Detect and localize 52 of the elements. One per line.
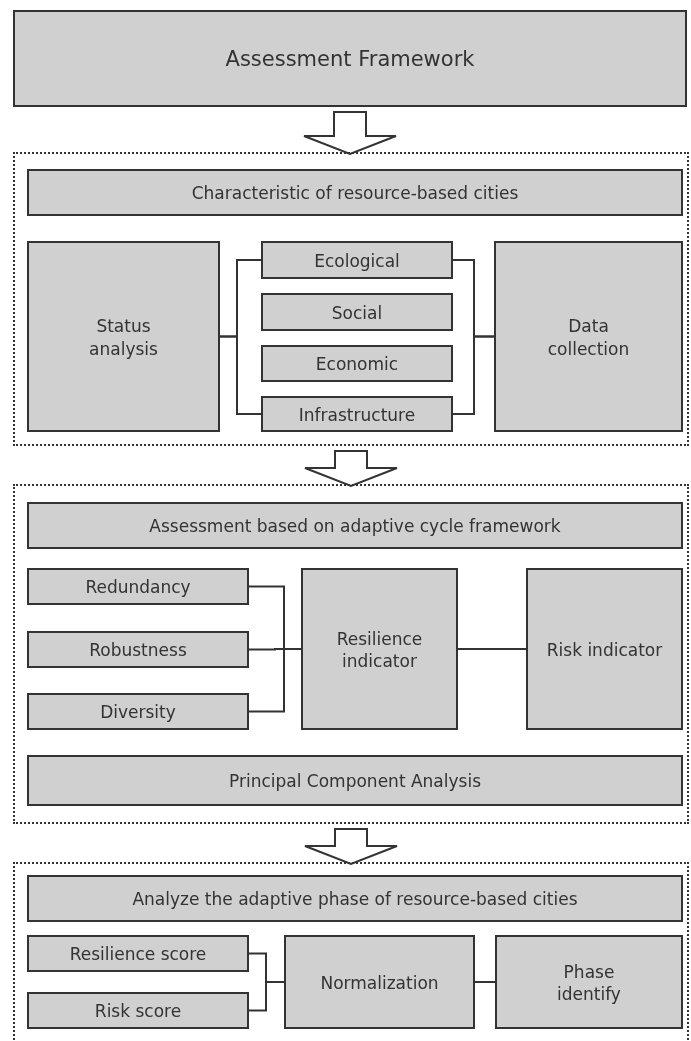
- process-box: [261, 241, 453, 279]
- process-box: [27, 169, 683, 216]
- box-label: Phase identify: [556, 960, 622, 1006]
- process-box: [27, 935, 249, 972]
- dashed-group-frame: [13, 484, 689, 824]
- block-arrow: [304, 828, 398, 866]
- process-box: [261, 396, 453, 432]
- process-box: [261, 293, 453, 331]
- process-box: [27, 502, 683, 549]
- box-label: Risk score: [94, 1000, 182, 1023]
- box-label: Risk indicator: [546, 638, 663, 662]
- process-box: [261, 345, 453, 382]
- box-label: Economic: [315, 353, 399, 376]
- process-box: [27, 992, 249, 1029]
- box-label: Status analysis: [88, 315, 159, 360]
- box-label: Resilience score: [69, 943, 207, 966]
- box-label: Redundancy: [85, 576, 191, 599]
- box-label: Assessment Framework: [225, 45, 475, 73]
- block-arrow: [304, 450, 398, 488]
- connector-line: [248, 981, 285, 1012]
- box-label: Analyze the adaptive phase of resource-based cities: [132, 888, 578, 911]
- process-box: [526, 568, 683, 730]
- connector-line: [452, 335, 495, 415]
- box-label: Data collection: [546, 315, 631, 360]
- process-box: [27, 755, 683, 806]
- block-arrow: [303, 111, 397, 156]
- box-label: Characteristic of resource-based cities: [191, 182, 519, 205]
- box-label: Robustness: [89, 639, 187, 662]
- process-box: [284, 935, 475, 1029]
- box-label: Infrastructure: [298, 403, 416, 427]
- connector-line: [248, 648, 302, 713]
- connector-line: [474, 981, 496, 983]
- process-box: [494, 241, 683, 432]
- box-label: Principal Component Analysis: [229, 770, 481, 793]
- box-label: Assessment based on adaptive cycle framework: [149, 515, 561, 538]
- box-label: Normalization: [320, 971, 439, 995]
- process-box: [301, 568, 458, 730]
- connector-line: [219, 335, 262, 415]
- box-label: Resilience indicator: [335, 627, 424, 673]
- connector-line: [457, 648, 527, 650]
- title-box: [13, 10, 687, 107]
- process-box: [27, 631, 249, 668]
- dashed-group-frame: [13, 862, 689, 1041]
- process-box: [27, 693, 249, 730]
- box-label: Diversity: [100, 701, 176, 724]
- box-label: Ecological: [314, 249, 400, 273]
- process-box: [495, 935, 683, 1029]
- process-box: [27, 875, 683, 922]
- dashed-group-frame: [13, 152, 689, 446]
- box-label: Social: [331, 301, 383, 325]
- process-box: [27, 568, 249, 605]
- process-box: [27, 241, 220, 432]
